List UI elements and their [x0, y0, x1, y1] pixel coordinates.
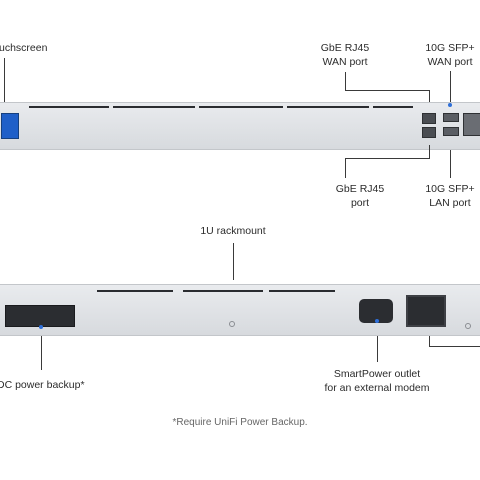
gbe-port-label-line2: port [350, 197, 370, 209]
ac-power-leader-h [429, 346, 480, 347]
vent-slot-1 [29, 106, 109, 108]
rear-vent-2 [183, 290, 263, 292]
smartpower-label-line1: SmartPower outlet [333, 368, 421, 380]
gbe-wan-leader-v2 [429, 90, 430, 104]
dc-power-connector [5, 305, 75, 327]
sfp-wan-label: 10G SFP+ WAN port [422, 41, 478, 69]
rj45-lan-port [422, 127, 436, 138]
dc-power-dot [39, 325, 43, 329]
sfp-lan-label: 10G SFP+ LAN port [422, 182, 478, 210]
dc-power-label: DC power backup* [0, 379, 85, 391]
touchscreen-leader [4, 58, 5, 110]
footnote: *Require UniFi Power Backup. [172, 417, 308, 428]
gbe-port-leader-h [345, 158, 430, 159]
rackmount-leader [233, 243, 234, 280]
smartpower-label-line2: for an external modem [324, 382, 430, 394]
sfp-lan-leader [450, 150, 451, 178]
sfp-wan-leader [450, 71, 451, 105]
sfp-wan-port [443, 113, 459, 122]
ac-power-inlet [406, 295, 446, 327]
gbe-port-leader-v [429, 145, 430, 158]
gbe-port-label: GbE RJ45 port [330, 182, 390, 210]
sfp-lan-port [443, 127, 459, 136]
gbe-wan-label: GbE RJ45 WAN port [320, 41, 370, 69]
touchscreen-label: uchscreen [0, 42, 48, 54]
smartpower-label: SmartPower outlet for an external modem [310, 367, 444, 395]
sfp-wan-label-line2: WAN port [427, 56, 473, 68]
sfp-wan-label-line1: 10G SFP+ [425, 42, 475, 54]
vent-slot-4 [287, 106, 369, 108]
touchscreen-display [1, 113, 19, 139]
rear-screw-icon [465, 323, 471, 329]
gbe-wan-label-line1: GbE RJ45 [320, 42, 370, 54]
vent-slot-5 [373, 106, 413, 108]
smartpower-dot [375, 319, 379, 323]
gbe-wan-leader-v [345, 72, 346, 90]
vent-slot-2 [113, 106, 195, 108]
ac-power-leader-v [429, 336, 430, 346]
rear-vent-1 [97, 290, 173, 292]
gbe-port-leader-v2 [345, 158, 346, 178]
gbe-wan-leader-h [345, 90, 429, 91]
rear-vent-3 [269, 290, 335, 292]
vent-slot-3 [199, 106, 283, 108]
rj45-wan-port [422, 113, 436, 124]
sfp-lan-label-line2: LAN port [429, 197, 471, 209]
gateway-front-panel [0, 102, 480, 150]
gbe-wan-label-line2: WAN port [322, 56, 368, 68]
sfp-extra-port [463, 113, 480, 136]
smartpower-leader [377, 336, 378, 362]
gbe-port-label-line1: GbE RJ45 [335, 183, 385, 195]
sfp-wan-dot [448, 103, 452, 107]
dc-power-leader [41, 336, 42, 370]
rackmount-label: 1U rackmount [200, 225, 266, 237]
sfp-lan-label-line1: 10G SFP+ [425, 183, 475, 195]
screw-icon [229, 321, 235, 327]
gateway-rear-panel [0, 284, 480, 336]
